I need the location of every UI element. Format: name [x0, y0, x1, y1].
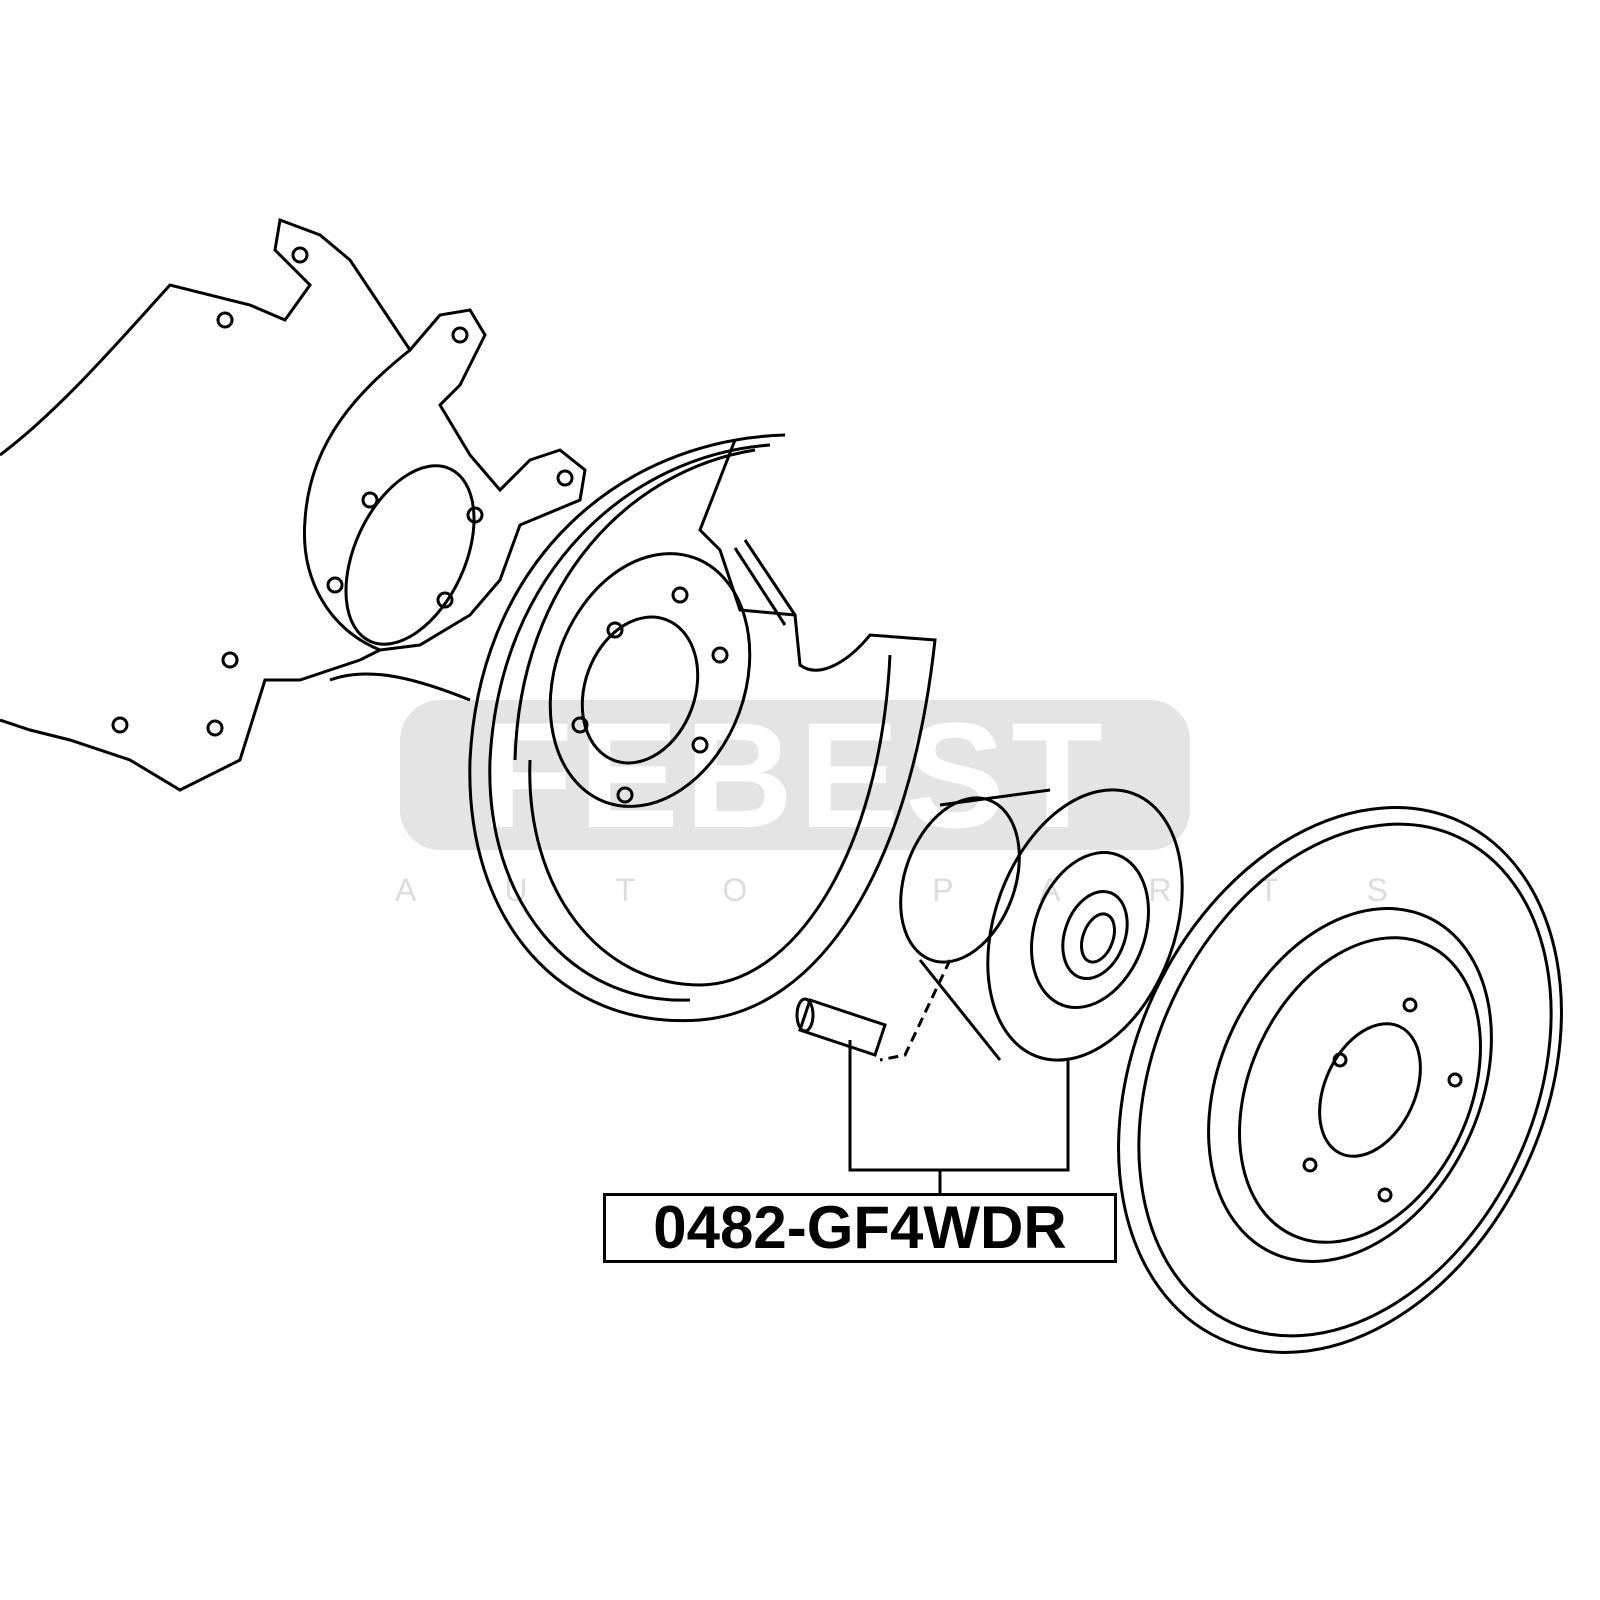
- brake-disc: [1117, 806, 1563, 1354]
- callout-bracket: [848, 1040, 1070, 1193]
- wheel-stud: [795, 997, 887, 1057]
- knuckle: [0, 217, 587, 792]
- dust-shield: [468, 433, 937, 1023]
- wheel-hub: [879, 788, 1184, 1062]
- part-number-label: 0482-GF4WDR: [603, 1193, 1117, 1263]
